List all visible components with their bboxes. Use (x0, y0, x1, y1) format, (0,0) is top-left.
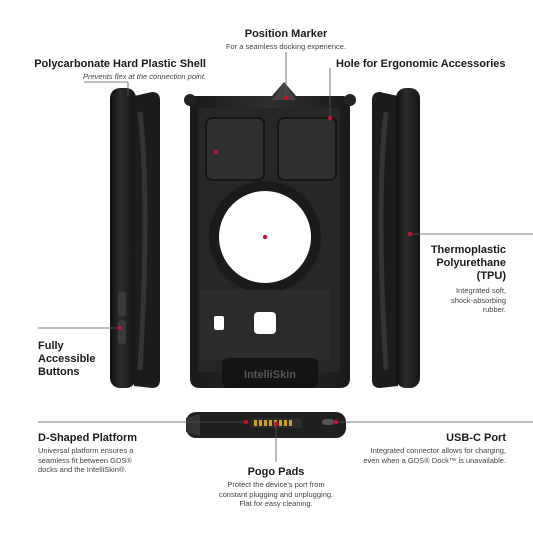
tpu-title-line-1: Thermoplastic (430, 244, 506, 256)
d-shaped-desc-line-1: Universal platform ensures a (38, 446, 134, 455)
pogo-desc-line-1: Protect the device's port from (227, 480, 325, 489)
pogo-title: Pogo Pads (247, 466, 305, 478)
tpu-title-line-3: (TPU) (476, 270, 506, 282)
buttons-title: Fully Accessible Buttons (38, 340, 118, 379)
d-shaped-desc-line-3: docks and the IntelliSkin®. (38, 465, 127, 474)
usbc-desc: Integrated connector allows for charging… (330, 446, 506, 465)
hole-title: Hole for Ergonomic Accessories (336, 58, 506, 70)
position-marker-desc: For a seamless docking experience. (225, 42, 347, 51)
pogo-desc-line-3: Flat for easy cleaning. (239, 499, 313, 508)
product-logo-text: IntelliSkin (244, 369, 296, 381)
case-back-view: IntelliSkin (184, 82, 356, 388)
buttons-title-line-1: Fully (38, 340, 64, 352)
tpu-desc-line-1: Integrated soft, (455, 286, 506, 295)
tpu-desc: Integrated soft, shock-absorbing rubber. (410, 286, 506, 315)
side-button-upper (118, 292, 126, 316)
tpu-title-line-2: Polyurethane (436, 257, 506, 269)
case-bottom-view (186, 412, 346, 438)
side-button-lower (118, 320, 126, 344)
tpu-desc-line-3: rubber. (482, 305, 506, 314)
callout-lines (38, 52, 533, 462)
case-right-side-view (372, 88, 420, 388)
d-shaped-title: D-Shaped Platform (38, 432, 138, 444)
callout-dots (117, 95, 413, 427)
pogo-desc: Protect the device's port from constant … (186, 480, 366, 509)
position-marker-title: Position Marker (244, 28, 328, 40)
usbc-desc-line-2: even when a GDS® Dock™ is unavailable. (363, 455, 506, 465)
d-shaped-desc-line-2: seamless fit between GDS® (38, 455, 132, 465)
buttons-title-line-3: Buttons (38, 366, 80, 378)
tpu-desc-line-2: shock-absorbing (450, 295, 506, 305)
camera-cutout (254, 312, 276, 334)
usbc-title: USB-C Port (446, 432, 506, 444)
polycarbonate-title: Polycarbonate Hard Plastic Shell (34, 58, 206, 70)
case-left-side-view (110, 88, 160, 388)
position-marker-triangle (272, 82, 296, 100)
d-shaped-desc: Universal platform ensures a seamless fi… (38, 446, 188, 475)
pogo-desc-line-2: constant plugging and unplugging. (218, 489, 334, 499)
tpu-title: Thermoplastic Polyurethane (TPU) (410, 244, 506, 283)
buttons-title-line-2: Accessible (38, 353, 96, 365)
usbc-desc-line-1: Integrated connector allows for charging… (370, 446, 507, 455)
usbc-port-opening (322, 419, 334, 425)
polycarbonate-desc: Prevents flex at the connection point. (83, 72, 206, 81)
